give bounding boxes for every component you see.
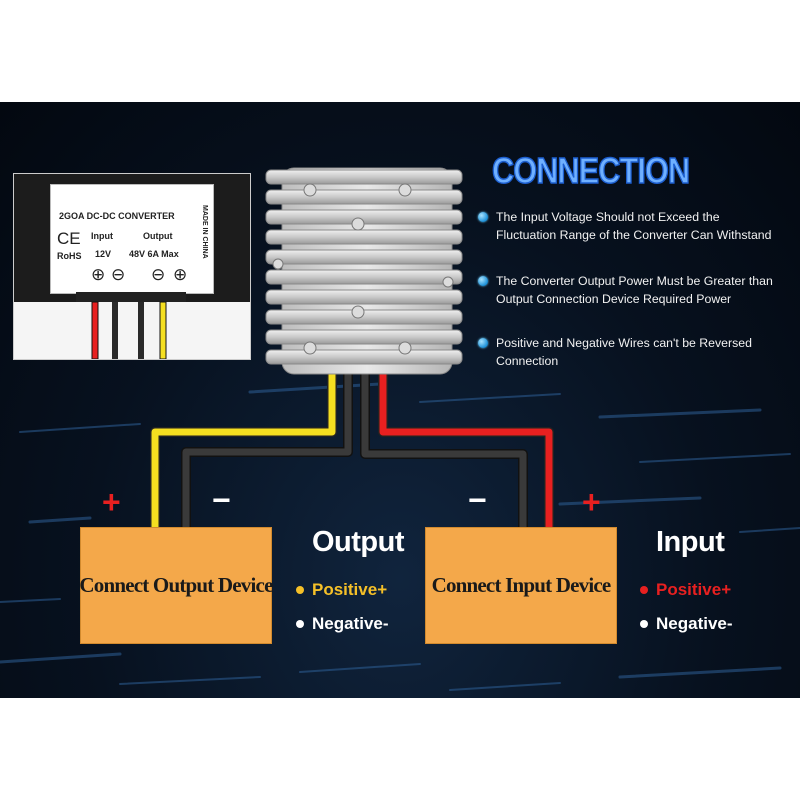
yellow-dot-icon [296, 586, 304, 594]
mounting-holes [272, 183, 454, 355]
terminal-symbol: ⊖ [151, 265, 166, 284]
input-device-box: Connect Input Device [425, 527, 617, 644]
terminal-symbol: ⊖ [111, 265, 126, 284]
output-legend-positive: Positive+ [296, 580, 387, 600]
inset-wires [76, 292, 186, 359]
input-device-label: Connect Input Device [431, 573, 612, 597]
input-legend-negative: Negative- [640, 614, 733, 634]
output-minus-sign: − [212, 482, 231, 518]
output-legend-title: Output [312, 526, 405, 558]
input-legend-title: Input [656, 526, 725, 558]
made-in-label: MADE IN CHINA [201, 205, 208, 259]
terminal-symbol: ⊕ [173, 265, 188, 284]
background-streaks [0, 382, 800, 691]
output-legend-negative: Negative- [296, 614, 389, 634]
input-positive-label: Positive+ [656, 580, 732, 599]
bullet-text: The Converter Output Power Must be Great… [496, 274, 773, 306]
converter-label-plate: 2GOA DC-DC CONVERTER CE RoHS Input Outpu… [50, 184, 214, 294]
output-positive-label: Positive+ [312, 580, 388, 599]
diagram-panel: 2GOA DC-DC CONVERTER CE RoHS Input Outpu… [0, 102, 800, 698]
background-graphic [0, 167, 800, 691]
label-output-title: Output [143, 231, 173, 241]
connection-bullet: The Converter Output Power Must be Great… [478, 272, 778, 308]
white-dot-icon [640, 620, 648, 628]
bullet-text: Positive and Negative Wires can't be Rev… [496, 336, 752, 368]
wires [150, 370, 554, 527]
label-input-value: 12V [95, 249, 112, 259]
output-device-label: Connect Output Device [79, 573, 273, 597]
bullet-dot-icon [478, 276, 488, 286]
bullet-dot-icon [478, 338, 488, 348]
bullet-text: The Input Voltage Should not Exceed the … [496, 210, 772, 242]
rohs-mark: RoHS [57, 251, 82, 261]
input-legend-positive: Positive+ [640, 580, 731, 600]
red-dot-icon [640, 586, 648, 594]
input-negative-label: Negative- [656, 614, 733, 633]
bullet-dot-icon [478, 212, 488, 222]
input-minus-sign: − [468, 482, 487, 518]
output-plus-sign: + [102, 484, 121, 520]
white-dot-icon [296, 620, 304, 628]
converter-device [265, 167, 463, 375]
output-device-box: Connect Output Device [79, 527, 273, 644]
converter-label-inset: 2GOA DC-DC CONVERTER CE RoHS Input Outpu… [13, 173, 251, 360]
label-input-title: Input [91, 231, 113, 241]
output-negative-label: Negative- [312, 614, 389, 633]
connection-bullet: The Input Voltage Should not Exceed the … [478, 208, 778, 244]
terminal-symbol: ⊕ [91, 265, 106, 284]
input-plus-sign: + [582, 484, 601, 520]
connection-bullet: Positive and Negative Wires can't be Rev… [478, 334, 778, 370]
label-output-value: 48V 6A Max [129, 249, 179, 259]
connection-title: CONNECTION [491, 149, 690, 192]
label-header: 2GOA DC-DC CONVERTER [59, 211, 175, 221]
ce-mark: CE [57, 229, 81, 248]
heatsink-fins [265, 169, 463, 365]
input-negative-wire [360, 370, 528, 527]
